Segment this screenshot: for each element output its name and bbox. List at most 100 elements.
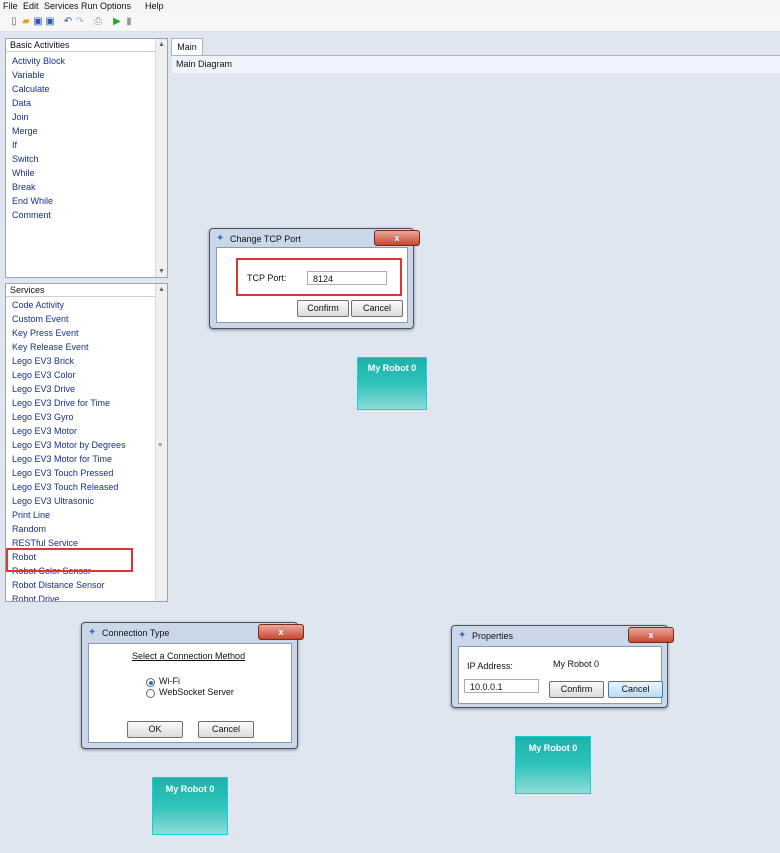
list-item[interactable]: Data xyxy=(12,98,32,108)
ok-button[interactable]: OK xyxy=(127,721,183,738)
main-window: File Edit Services Run Options Help ▯ ▰ … xyxy=(0,0,780,602)
services-panel: Services ▲ ≡ Code Activity Custom Event … xyxy=(5,283,168,602)
properties-dialog: ✦ Properties x IP Address: My Robot 0 10… xyxy=(451,625,674,708)
list-item[interactable]: Activity Block xyxy=(12,56,66,66)
list-item[interactable]: Join xyxy=(12,112,29,122)
robot-block[interactable]: My Robot 0 xyxy=(357,357,427,410)
radio-websocket[interactable] xyxy=(146,689,155,698)
save-icon[interactable]: ▣ xyxy=(33,16,43,27)
dialog-title: Change TCP Port xyxy=(230,234,301,244)
list-item[interactable]: Custom Event xyxy=(12,314,69,324)
robot-name-value: My Robot 0 xyxy=(553,659,600,669)
list-item[interactable]: Robot Distance Sensor xyxy=(12,580,105,590)
list-item[interactable]: Lego EV3 Ultrasonic xyxy=(12,496,95,506)
radio-wifi[interactable] xyxy=(146,678,155,687)
list-item[interactable]: Merge xyxy=(12,126,38,136)
services-header: Services xyxy=(6,284,167,297)
undo-icon[interactable]: ↶ xyxy=(63,16,73,27)
list-item[interactable]: Lego EV3 Drive xyxy=(12,384,76,394)
connection-method-heading: Select a Connection Method xyxy=(132,651,246,661)
print-icon[interactable]: ⎙ xyxy=(94,16,102,27)
tab-main[interactable]: Main xyxy=(171,38,203,56)
dialog-title: Connection Type xyxy=(102,628,170,638)
list-item[interactable]: Print Line xyxy=(12,510,51,520)
dialog-body: Select a Connection Method Wi-Fi WebSock… xyxy=(88,643,292,743)
menu-edit[interactable]: Edit xyxy=(23,1,39,11)
menu-services[interactable]: Services xyxy=(44,1,79,11)
list-item[interactable]: Robot Drive xyxy=(12,594,60,602)
open-folder-icon[interactable]: ▰ xyxy=(22,16,30,27)
redo-icon[interactable]: ↷ xyxy=(75,16,85,27)
cancel-button[interactable]: Cancel xyxy=(351,300,403,317)
list-item[interactable]: Lego EV3 Touch Pressed xyxy=(12,468,114,478)
menu-file[interactable]: File xyxy=(3,1,18,11)
app-icon: ✦ xyxy=(216,233,225,244)
list-item[interactable]: Lego EV3 Gyro xyxy=(12,412,74,422)
app-icon: ✦ xyxy=(88,627,97,638)
confirm-button[interactable]: Confirm xyxy=(549,681,604,698)
robot-block[interactable]: My Robot 0 xyxy=(515,736,591,794)
toolbar: ▯ ▰ ▣ ▣ ↶ ↷ ⎙ ▶ ▮ xyxy=(0,13,780,32)
list-item[interactable]: Lego EV3 Motor by Degrees xyxy=(12,440,126,450)
radio-wifi-label[interactable]: Wi-Fi xyxy=(159,676,180,686)
list-item[interactable]: Comment xyxy=(12,210,52,220)
scroll-up-icon[interactable]: ▲ xyxy=(158,286,165,293)
menu-help[interactable]: Help xyxy=(145,1,164,11)
list-item[interactable]: Lego EV3 Brick xyxy=(12,356,75,366)
list-item[interactable]: Break xyxy=(12,182,36,192)
list-item[interactable]: RESTful Service xyxy=(12,538,79,548)
dialog-body: IP Address: My Robot 0 10.0.0.1 Confirm … xyxy=(458,646,663,704)
cancel-button[interactable]: Cancel xyxy=(198,721,254,738)
run-icon[interactable]: ▶ xyxy=(113,16,121,27)
diagram-canvas[interactable] xyxy=(172,73,780,600)
list-item[interactable]: Lego EV3 Drive for Time xyxy=(12,398,111,408)
menu-options[interactable]: Options xyxy=(100,1,132,11)
highlight-box xyxy=(6,548,133,572)
services-scrollbar[interactable]: ▲ ≡ xyxy=(155,284,167,601)
menu-run[interactable]: Run xyxy=(81,1,98,11)
tcp-port-dialog: ✦ Change TCP Port x TCP Port: 8124 Confi… xyxy=(209,228,420,329)
basic-activities-scrollbar[interactable]: ▲ ▼ xyxy=(155,39,167,277)
radio-websocket-label[interactable]: WebSocket Server xyxy=(159,687,234,697)
diagram-title: Main Diagram xyxy=(172,55,780,73)
list-item[interactable]: End While xyxy=(12,196,54,206)
list-item[interactable]: Lego EV3 Motor xyxy=(12,426,78,436)
list-item[interactable]: Lego EV3 Motor for Time xyxy=(12,454,113,464)
tcp-port-input[interactable]: 8124 xyxy=(307,271,387,285)
cancel-button[interactable]: Cancel xyxy=(608,681,663,698)
list-item[interactable]: Switch xyxy=(12,154,39,164)
app-icon: ✦ xyxy=(458,630,467,641)
list-item[interactable]: Variable xyxy=(12,70,45,80)
list-item-robot[interactable]: Robot xyxy=(12,552,37,562)
scroll-down-icon[interactable]: ▼ xyxy=(158,268,165,275)
new-file-icon[interactable]: ▯ xyxy=(11,16,17,27)
list-item[interactable]: Lego EV3 Touch Released xyxy=(12,482,119,492)
dialog-title: Properties xyxy=(472,631,514,641)
list-item[interactable]: Key Release Event xyxy=(12,342,89,352)
tcp-port-label: TCP Port: xyxy=(247,273,287,283)
close-button[interactable]: x xyxy=(374,230,420,246)
menu-bar: File Edit Services Run Options Help xyxy=(0,0,780,13)
highlight-box xyxy=(236,258,402,296)
list-item[interactable]: Lego EV3 Color xyxy=(12,370,76,380)
scroll-grip-icon[interactable]: ≡ xyxy=(158,442,163,449)
ip-address-input[interactable]: 10.0.0.1 xyxy=(464,679,539,693)
close-button[interactable]: x xyxy=(628,627,674,643)
scroll-up-icon[interactable]: ▲ xyxy=(158,41,165,48)
connection-type-dialog: ✦ Connection Type x Select a Connection … xyxy=(81,622,304,749)
robot-block[interactable]: My Robot 0 xyxy=(152,777,228,835)
list-item[interactable]: While xyxy=(12,168,35,178)
list-item[interactable]: Calculate xyxy=(12,84,50,94)
confirm-button[interactable]: Confirm xyxy=(297,300,349,317)
list-item[interactable]: Key Press Event xyxy=(12,328,79,338)
list-item[interactable]: If xyxy=(12,140,18,150)
stop-icon[interactable]: ▮ xyxy=(126,16,132,27)
basic-activities-header: Basic Activities xyxy=(6,39,167,52)
close-button[interactable]: x xyxy=(258,624,304,640)
list-item[interactable]: Code Activity xyxy=(12,300,65,310)
dialog-body: TCP Port: 8124 Confirm Cancel xyxy=(216,247,408,323)
list-item[interactable]: Random xyxy=(12,524,47,534)
save-all-icon[interactable]: ▣ xyxy=(45,16,55,27)
basic-activities-panel: Basic Activities ▲ ▼ Activity Block Vari… xyxy=(5,38,168,278)
ip-address-label: IP Address: xyxy=(467,661,513,671)
